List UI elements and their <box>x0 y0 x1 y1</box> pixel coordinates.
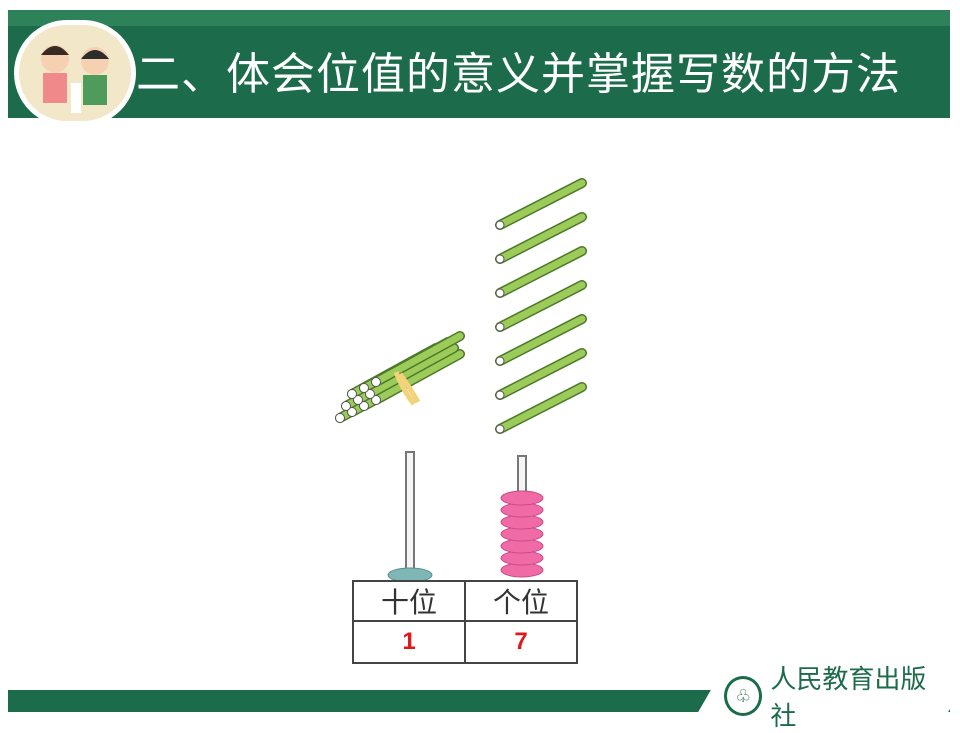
bundle-string <box>393 371 421 406</box>
bundle-stick <box>372 350 464 404</box>
bundle-stick-end <box>371 377 381 387</box>
ones-beads <box>500 490 544 578</box>
tens-header: 十位 <box>354 582 466 622</box>
stick-end <box>495 390 505 400</box>
stick <box>496 315 586 365</box>
stick <box>496 213 586 263</box>
bundle-stick-end <box>341 401 351 411</box>
place-value-table: 十位 个位 1 7 <box>352 580 578 664</box>
stick-end <box>495 254 505 264</box>
stick <box>496 281 586 331</box>
stick-end <box>495 322 505 332</box>
bundle-stick <box>372 332 464 386</box>
publisher-name: 人民教育出版社 <box>770 665 927 732</box>
publisher-logo-icon: ♧ <box>724 676 763 716</box>
bundle-stick-end <box>365 389 375 399</box>
bundle-stick-end <box>347 407 357 417</box>
stick-end <box>495 288 505 298</box>
stick <box>496 247 586 297</box>
stick-end <box>495 424 505 434</box>
ones-bead <box>500 490 544 506</box>
bundle-stick-end <box>359 383 369 393</box>
bundle-stick-end <box>347 389 357 399</box>
loose-sticks <box>495 178 587 434</box>
stick <box>496 383 586 433</box>
stick-end <box>495 356 505 366</box>
stick <box>496 349 586 399</box>
ones-header: 个位 <box>466 582 576 622</box>
publisher-mark: ♧ 人民教育出版社 <box>724 665 944 732</box>
children-illustration <box>14 20 136 126</box>
tens-value: 1 <box>354 622 466 662</box>
stick-end <box>495 220 505 230</box>
bundle-stick-end <box>371 395 381 405</box>
header-stripe <box>8 10 950 26</box>
bundle-stick-end <box>359 401 369 411</box>
footer-bar <box>8 678 960 712</box>
bundle-stick-end <box>335 413 345 423</box>
page-title: 二、体会位值的意义并掌握写数的方法 <box>136 49 901 100</box>
tens-rod <box>405 451 415 573</box>
ones-value: 7 <box>514 628 528 655</box>
stick-bundle <box>335 331 465 423</box>
stick <box>496 179 586 229</box>
bundle-stick <box>366 344 458 398</box>
bundle-stick-end <box>353 395 363 405</box>
